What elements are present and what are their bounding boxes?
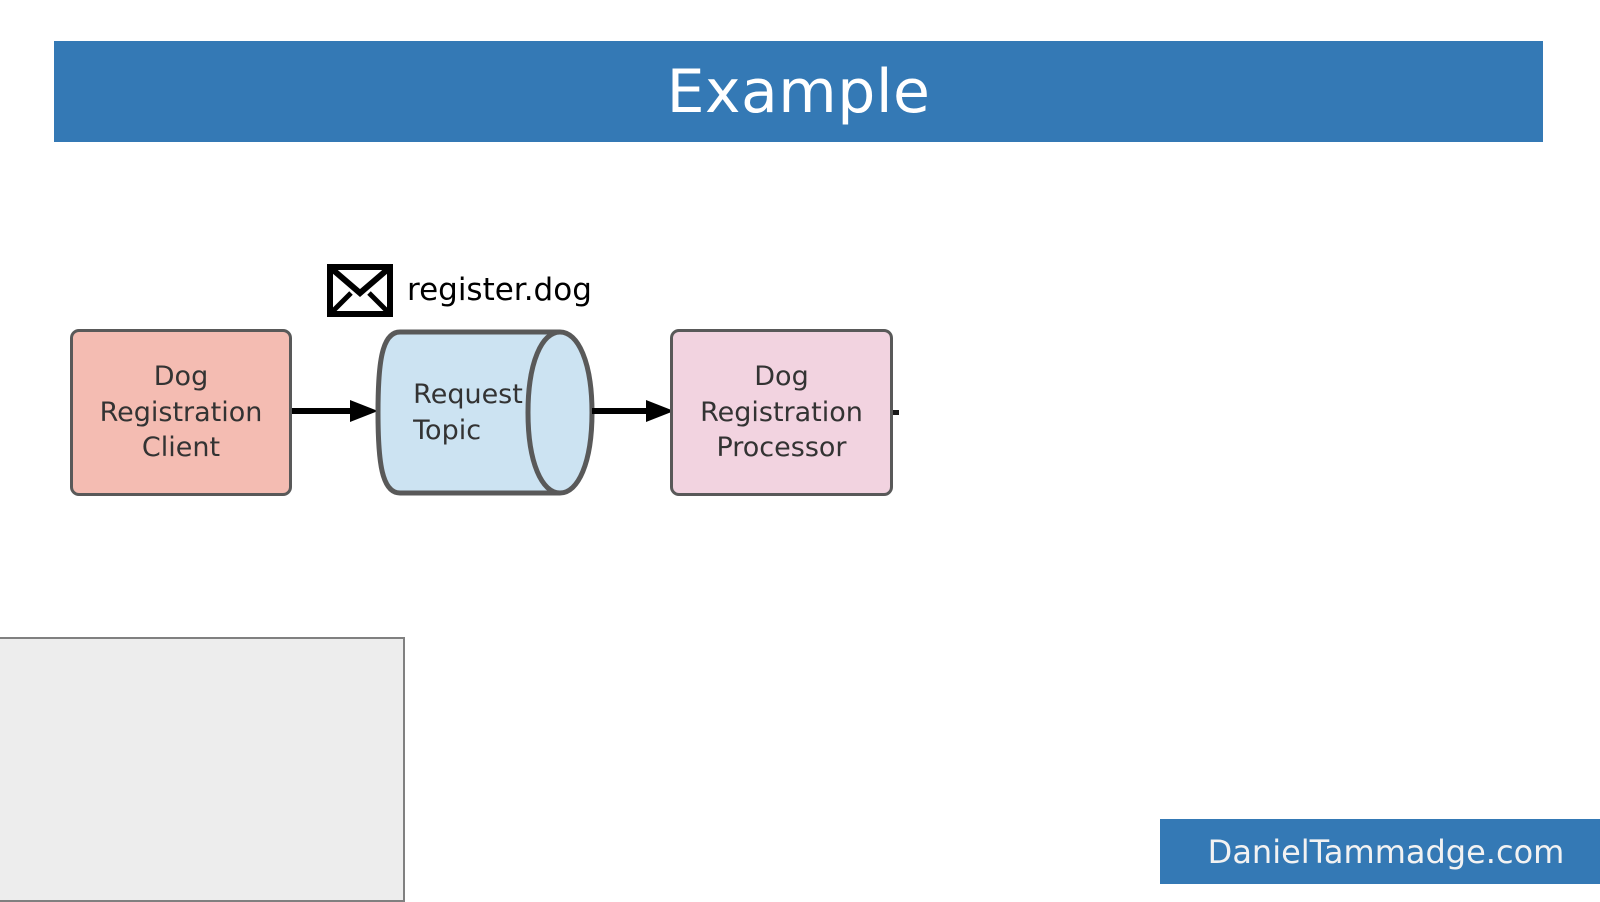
node-label: Dog Registration Client — [99, 360, 263, 464]
message-name-label: register.dog — [407, 272, 592, 308]
node-label: Dog Registration Processor — [700, 360, 863, 464]
arrow-client-to-topic — [292, 398, 378, 424]
node-request-topic[interactable]: Request Topic — [374, 329, 596, 496]
connector-stub-processor-out — [893, 410, 899, 415]
message-label: register.dog — [327, 264, 592, 317]
slide-title-banner: Example — [54, 41, 1543, 142]
envelope-icon — [327, 264, 393, 317]
watermark-label: DanielTammadge.com — [1207, 832, 1565, 871]
node-label: Request Topic — [413, 378, 523, 446]
page-title: Example — [666, 56, 931, 127]
arrow-topic-to-processor — [592, 398, 674, 424]
node-dog-registration-client[interactable]: Dog Registration Client — [70, 329, 292, 496]
watermark-banner: DanielTammadge.com — [1160, 819, 1600, 884]
content-placeholder-box[interactable] — [0, 637, 405, 902]
node-dog-registration-processor[interactable]: Dog Registration Processor — [670, 329, 893, 496]
